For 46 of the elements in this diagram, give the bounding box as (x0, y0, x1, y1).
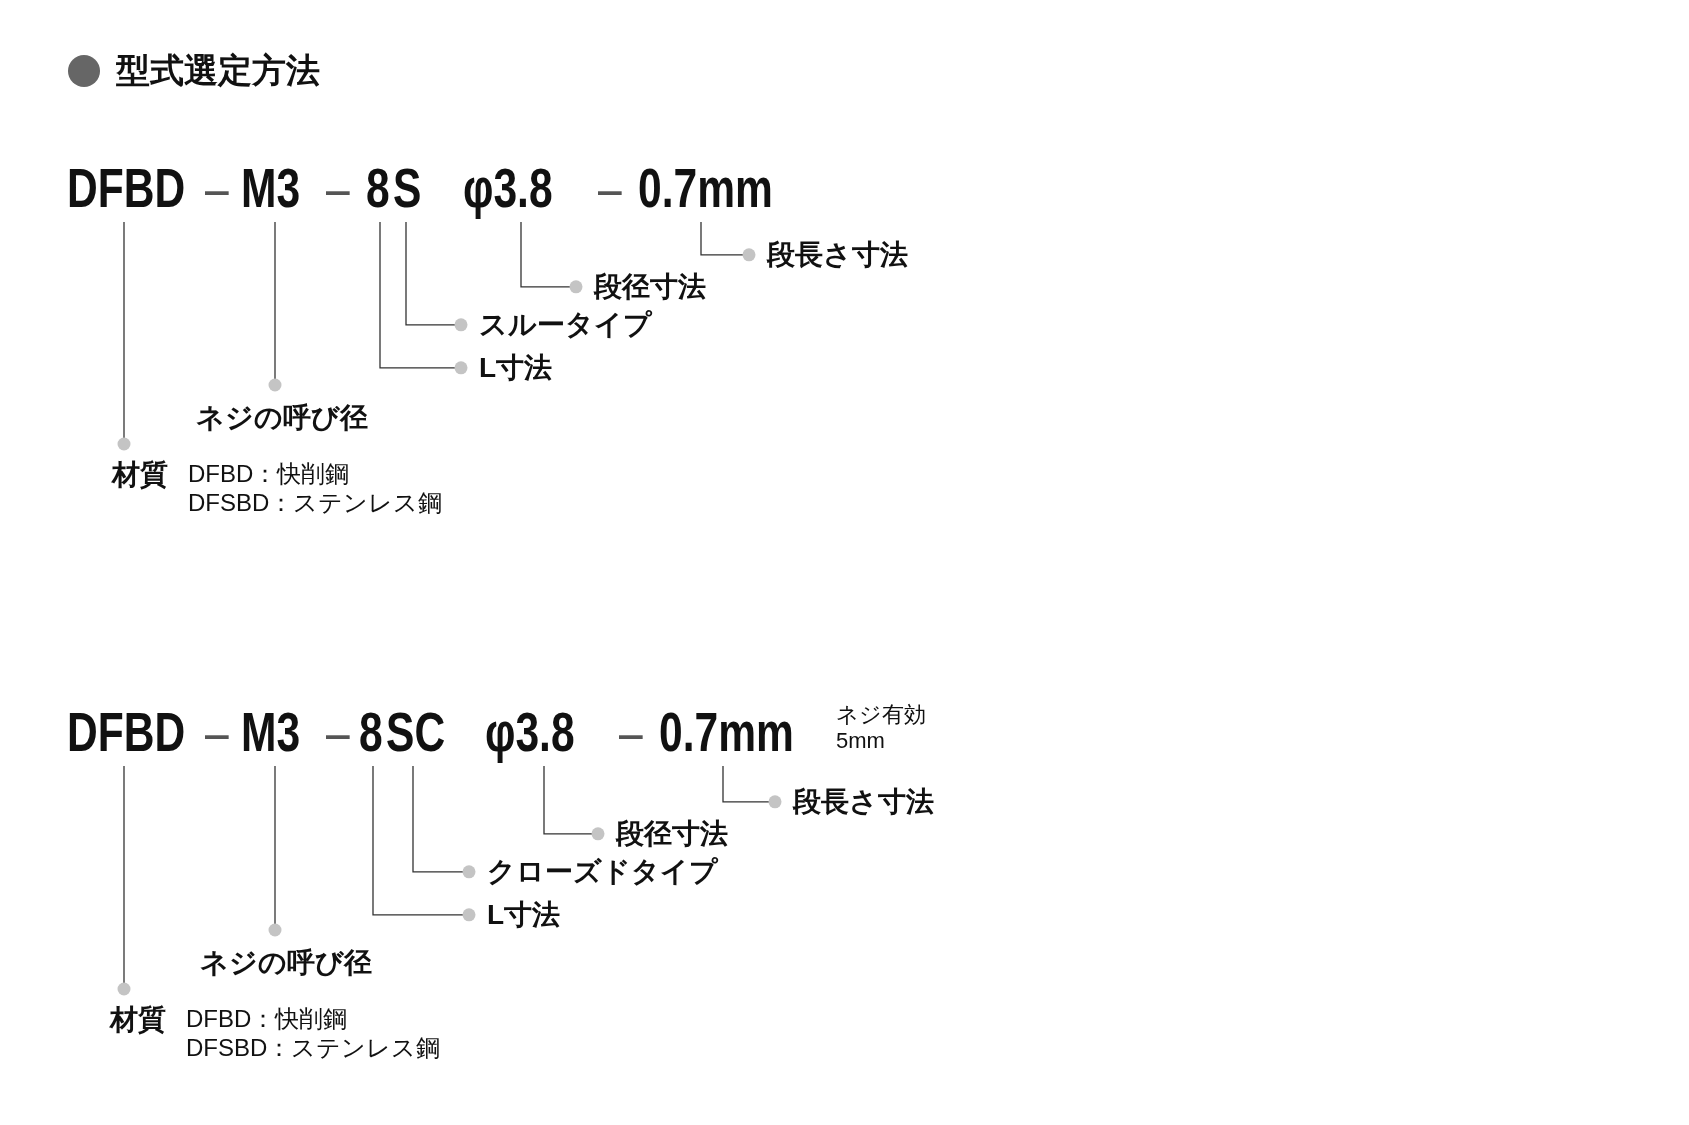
leader-line (722, 765, 782, 809)
separator-dash: – (205, 704, 229, 760)
model-code-part: DFBD (67, 704, 186, 760)
separator-dash: – (598, 160, 622, 216)
callout-label: L寸法 (487, 898, 561, 932)
callout-label: 段径寸法 (594, 270, 706, 304)
model-code-part: M3 (241, 160, 301, 216)
material-line: DFBD：快削鋼 (186, 1005, 349, 1034)
leader-line (700, 221, 756, 262)
model-code-part: 8 (359, 704, 383, 760)
leader-line (117, 765, 131, 996)
model-code-part: DFBD (67, 160, 186, 216)
leader-line (372, 765, 476, 922)
callout-label: L寸法 (479, 351, 553, 385)
leader-line (520, 221, 583, 294)
title: 型式選定方法 (116, 52, 320, 90)
callout-label: 段長さ寸法 (767, 238, 908, 272)
callout-label: 段径寸法 (616, 817, 728, 851)
separator-dash: – (326, 704, 350, 760)
callout-label: スルータイプ (479, 308, 652, 342)
model-code-part: 8 (366, 160, 390, 216)
leader-line (117, 221, 131, 451)
leader-line (379, 221, 468, 375)
leader-line (412, 765, 476, 879)
leader-line (405, 221, 468, 332)
heading: 材質 (112, 460, 168, 491)
leader-line (268, 221, 282, 392)
model-code-part: M3 (241, 704, 301, 760)
model-code-part: SC (386, 704, 446, 760)
separator-dash: – (326, 160, 350, 216)
material-line: DFSBD：ステンレス鋼 (186, 1033, 441, 1063)
callout-label: 段長さ寸法 (793, 785, 934, 819)
leader-line (268, 765, 282, 937)
model-code-part: 0.7mm (638, 160, 773, 216)
material-line: DFSBD：ステンレス鋼 (188, 488, 443, 518)
heading: 材質 (110, 1005, 166, 1036)
model-code-part: S (393, 160, 422, 216)
callout-label: ネジの呼び径 (200, 946, 372, 980)
callout-label: ネジの呼び径 (196, 401, 368, 435)
leader-line (543, 765, 605, 841)
model-code-part: 0.7mm (659, 704, 794, 760)
callout-label: クローズドタイプ (487, 855, 718, 889)
material-line: DFBD：快削鋼 (188, 460, 351, 489)
separator-dash: – (205, 160, 229, 216)
separator-dash: – (619, 704, 643, 760)
note: ネジ有効5mm (836, 702, 927, 755)
